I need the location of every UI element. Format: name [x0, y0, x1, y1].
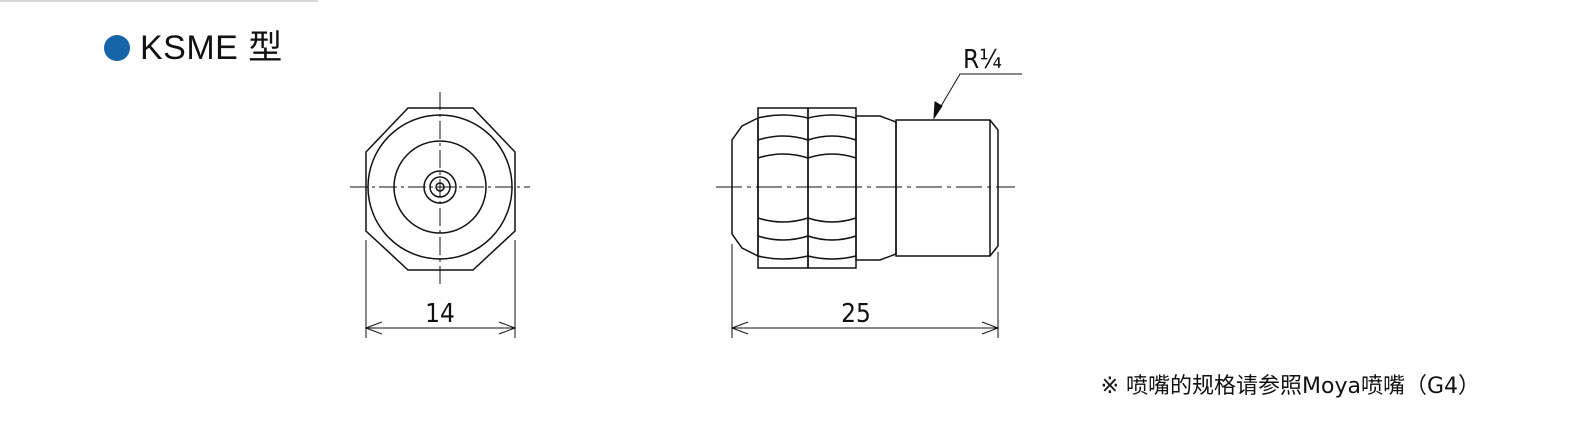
- length-dimension-label: 25: [841, 299, 871, 329]
- bullet-icon: [104, 35, 130, 61]
- hex-outline: [365, 107, 516, 271]
- hex-nut-1: [757, 107, 809, 269]
- hex-nut-2: [807, 107, 857, 269]
- front-view: 14: [350, 92, 530, 338]
- footnote: ※ 喷嘴的规格请参照Moya喷嘴（G4）: [1100, 374, 1480, 399]
- section-title: KSME 型: [140, 29, 283, 67]
- arrow-right-icon: [981, 321, 1000, 335]
- top-divider: [0, 0, 318, 2]
- thread-leader-line: [933, 73, 1022, 119]
- thread-size-label: R¼: [963, 45, 1002, 75]
- thread-body: [895, 119, 999, 257]
- section-heading: KSME 型: [104, 26, 283, 70]
- arrow-left-icon: [730, 321, 749, 335]
- neck: [855, 115, 897, 261]
- side-view: 25 R¼: [716, 45, 1022, 338]
- arrow-left-icon: [364, 321, 383, 335]
- width-dimension-label: 14: [425, 299, 455, 329]
- arrow-right-icon: [498, 321, 517, 335]
- leader-arrow-icon: [933, 101, 943, 120]
